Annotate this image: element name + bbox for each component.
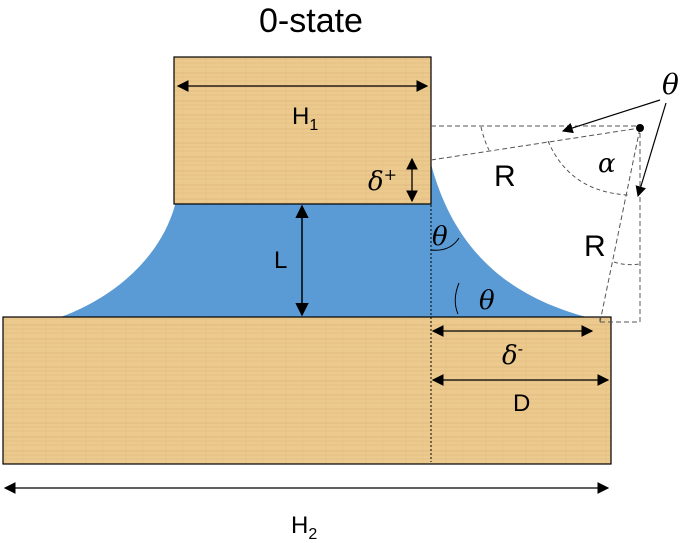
alpha-label: α [598,149,616,179]
h1-label-sub: 1 [309,117,318,134]
h1-label: H1 [292,103,318,134]
theta-arc-bottom [454,282,460,315]
h2-label-sub: 2 [308,526,317,543]
delta-plus-main: δ [368,167,384,197]
theta-label-outer: θ [662,68,679,101]
r-label-right: R [584,230,606,263]
delta-minus-label: δ- [502,339,523,371]
center-point [636,124,644,132]
delta-minus-main: δ [502,341,518,371]
diagram-title: 0-state [259,2,363,40]
r-label-top: R [494,160,516,193]
bottom-block [2,316,612,465]
construction-lines [430,125,641,323]
delta-plus-label: δ+ [368,165,397,197]
h2-label-main: H [291,512,308,539]
delta-plus-sup: + [384,165,397,184]
h1-label-main: H [292,103,309,130]
theta-arrow-left [561,99,661,134]
delta-minus-sup: - [518,339,523,358]
d-label: D [513,390,530,417]
l-label: L [274,247,287,274]
h2-label: H2 [291,512,317,543]
construction-arcs [480,126,641,266]
theta-label-inner-bottom: θ [479,286,495,316]
theta-arrow-down [635,102,667,198]
theta-label-inner-top: θ [432,222,448,252]
theta-arc-top [430,237,460,251]
